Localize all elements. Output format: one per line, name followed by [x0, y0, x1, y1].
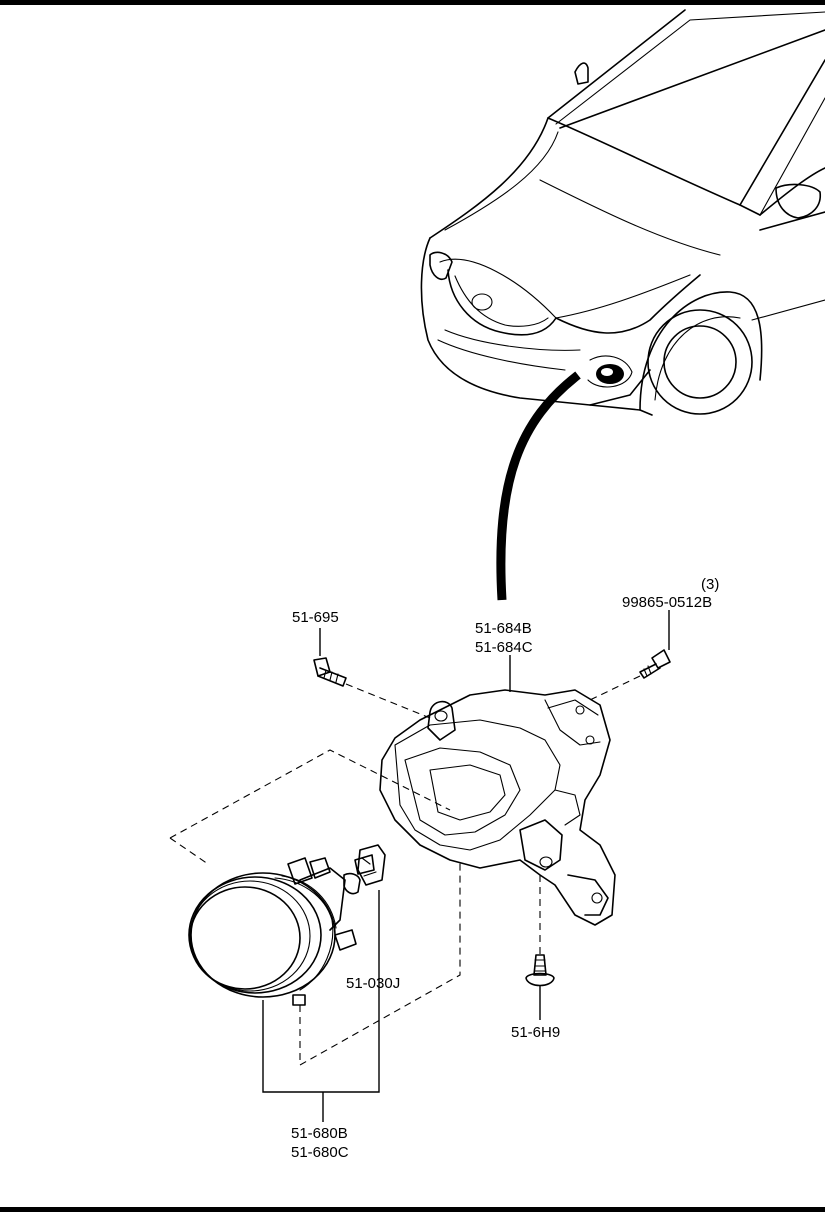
bolt-left-dash	[345, 683, 431, 719]
bulb-51-030j	[343, 844, 386, 895]
label-screw-part: 99865-0512B	[622, 594, 712, 611]
screw-99865-0512b	[639, 610, 671, 679]
screw-right-dash	[589, 675, 641, 701]
label-bulb: 51-030J	[346, 975, 400, 992]
label-clip: 51-6H9	[511, 1024, 560, 1041]
label-screw-qty: (3)	[701, 576, 719, 593]
vehicle-front-illustration	[420, 9, 825, 416]
bottom-border	[0, 1207, 825, 1212]
fog-lamp-bracket	[379, 689, 616, 926]
label-bracket-1: 51-684B	[475, 620, 532, 637]
label-lamp-2: 51-680C	[291, 1144, 349, 1161]
clip-51-6h9	[525, 954, 555, 1020]
fog-lamp-assembly	[188, 857, 357, 1006]
label-lamp-1: 51-680B	[291, 1125, 348, 1142]
bolt-51-695	[313, 628, 347, 687]
lamp-top-dash	[169, 749, 451, 839]
lamp-left-dash	[169, 837, 209, 865]
label-bolt-left: 51-695	[292, 609, 339, 626]
lamp-bottom-dash	[299, 860, 461, 1066]
lamp-leader	[262, 890, 380, 1122]
callout-arrow	[496, 371, 581, 601]
top-border	[0, 0, 825, 5]
label-bracket-2: 51-684C	[475, 639, 533, 656]
